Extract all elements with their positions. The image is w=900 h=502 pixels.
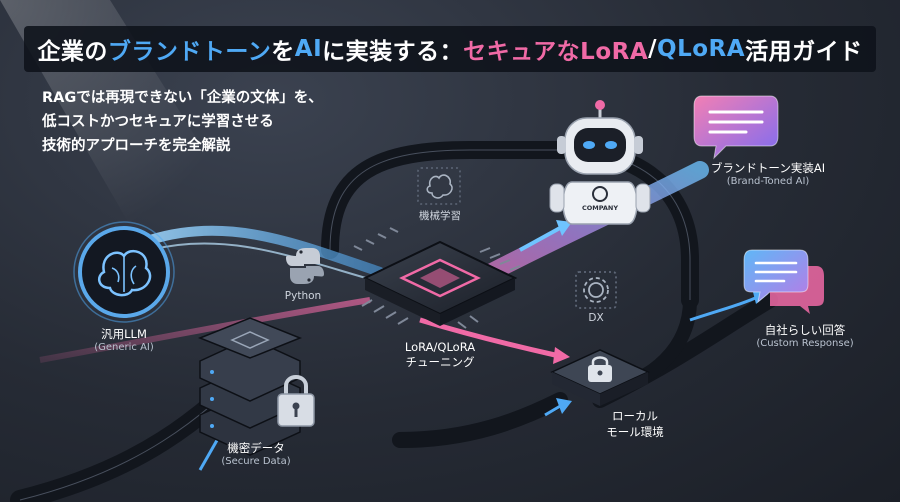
lora-label-group: LoRA/QLoRA チューニング: [380, 340, 500, 370]
generic-llm-label-group: 汎用LLM (Generic AI): [64, 326, 184, 353]
title-part: /: [648, 36, 658, 62]
custom-response-label-group: 自社らしい回答 (Custom Response): [730, 322, 880, 349]
title-part: 企業の: [37, 39, 108, 65]
pink-arrow-flow: [419, 317, 556, 358]
secure-data-label: 機密データ: [227, 441, 285, 455]
secure-data-label-group: 機密データ (Secure Data): [196, 440, 316, 467]
chat-bubble-icon: [693, 95, 779, 160]
ml-brain-icon: [417, 167, 461, 205]
generic-flow: [145, 225, 385, 277]
robot-icon: [549, 100, 651, 225]
server-stack-icon: [197, 317, 303, 456]
title-part-brand-tone: ブランドトーン: [107, 39, 272, 65]
title-part: に実装する：: [322, 39, 464, 65]
intro-line: RAGでは再現できない「企業の文体」を、: [42, 90, 323, 106]
title-part: を: [271, 39, 295, 65]
local-environment-icon: [550, 349, 650, 406]
dx-label: DX: [588, 312, 604, 324]
brand-ai-label: ブランドトーン実装AI: [710, 161, 826, 175]
brand-ai-sublabel: (Brand-Toned AI): [726, 176, 810, 187]
brain-icon: [73, 221, 175, 323]
brand-ai-label-group: ブランドトーン実装AI (Brand-Toned AI): [688, 160, 848, 187]
chip-icon: [353, 227, 521, 329]
tuning-label: チューニング: [405, 355, 475, 369]
intro-line: 低コストかつセキュアに学習させる: [42, 114, 274, 130]
custom-response-sublabel: (Custom Response): [756, 338, 854, 349]
title-part-secure-lora: セキュアなLoRA: [463, 39, 649, 65]
python-label: Python: [284, 290, 322, 302]
local-environment-label-group: ローカル モール環境: [590, 408, 680, 440]
generic-llm-sublabel: (Generic AI): [94, 342, 154, 353]
intro-text: RAGでは再現できない「企業の文体」を、 低コストかつセキュアに学習させる 技術…: [42, 86, 323, 158]
generic-llm-label: 汎用LLM: [101, 327, 147, 341]
local-label: ローカル: [612, 409, 658, 423]
gear-icon: [575, 271, 617, 309]
machine-learning-label: 機械学習: [419, 210, 461, 222]
mall-environment-label: モール環境: [606, 425, 664, 439]
intro-line: 技術的アプローチを完全解説: [42, 138, 231, 154]
title-part-ai: AI: [294, 36, 323, 62]
title-part-qlora: QLoRA: [657, 36, 746, 62]
padlock-icon: [277, 375, 315, 427]
python-icon: [286, 248, 324, 284]
lora-label: LoRA/QLoRA: [404, 340, 476, 354]
custom-response-label: 自社らしい回答: [764, 323, 846, 337]
title-part: 活用ガイド: [745, 39, 863, 65]
response-bubble-icon: [743, 249, 824, 314]
robot-badge: COMPANY: [582, 204, 618, 212]
secure-data-sublabel: (Secure Data): [221, 456, 291, 467]
